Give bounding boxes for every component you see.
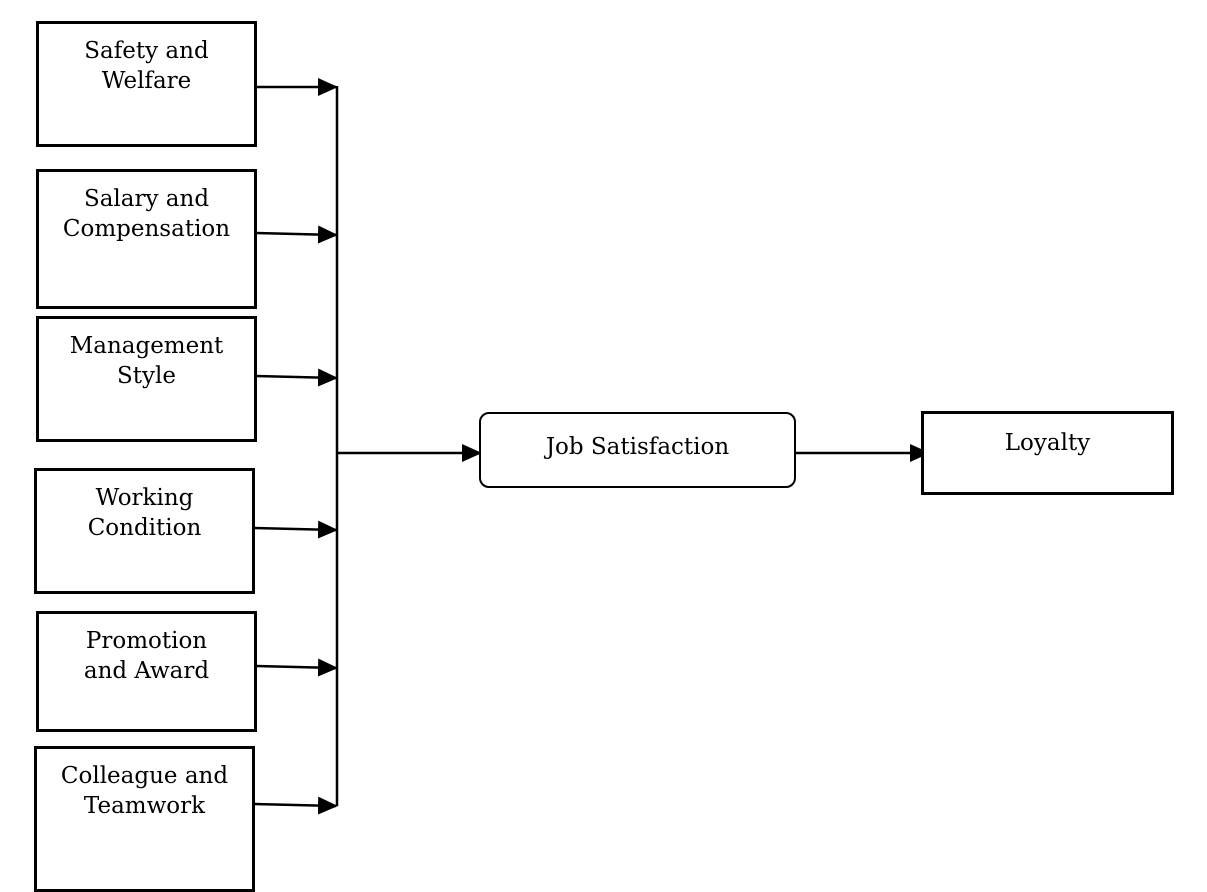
factor-box-promotion-award: Promotion and Award — [36, 611, 257, 732]
loyalty-label: Loyalty — [1004, 430, 1091, 456]
factor-box-salary-compensation: Salary and Compensation — [36, 169, 257, 309]
factor-box-safety-welfare: Safety and Welfare — [36, 21, 257, 147]
arrow-working-condition-to-bus — [253, 520, 338, 539]
arrow-management-style-to-bus — [255, 368, 338, 387]
loyalty-box: Loyalty — [921, 411, 1174, 495]
arrow-promotion-award-to-bus — [255, 658, 338, 677]
factor-label-promotion-award: Promotion and Award — [83, 628, 210, 684]
factor-label-safety-welfare: Safety and Welfare — [84, 38, 209, 94]
job-satisfaction-label: Job Satisfaction — [545, 434, 730, 460]
factor-box-management-style: Management Style — [36, 316, 257, 442]
factor-label-salary-compensation: Salary and Compensation — [62, 186, 231, 242]
job-satisfaction-box: Job Satisfaction — [479, 412, 796, 488]
factor-box-colleague-teamwork: Colleague and Teamwork — [34, 746, 255, 892]
factor-label-colleague-teamwork: Colleague and Teamwork — [60, 763, 229, 819]
factor-label-working-condition: Working Condition — [87, 485, 202, 541]
arrow-colleague-teamwork-to-bus — [253, 796, 338, 815]
arrow-salary-compensation-to-bus — [255, 225, 338, 244]
factor-label-management-style: Management Style — [69, 333, 224, 389]
factor-box-working-condition: Working Condition — [34, 468, 255, 594]
